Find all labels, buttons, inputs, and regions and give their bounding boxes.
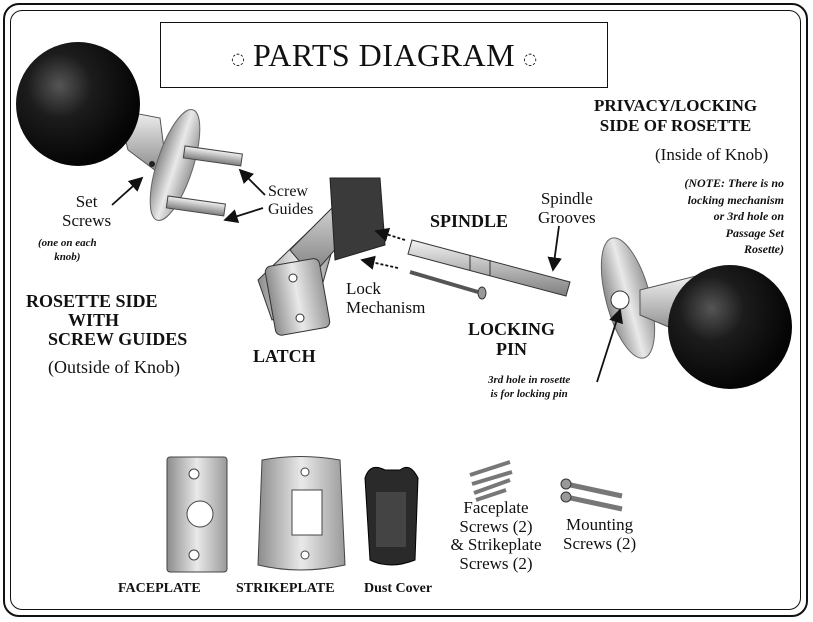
latch-label: LATCH [253,346,316,366]
outside-of-knob-label: (Outside of Knob) [48,357,180,377]
left-rosette [149,109,201,221]
latch-drawing [257,177,386,336]
right-knob-ball [668,265,792,389]
faceplate-screws-label: Faceplate Screws (2) & Strikeplate Screw… [450,498,542,574]
strikeplate-label: STRIKEPLATE [236,581,335,596]
screw-guide-top [182,145,244,167]
dust-cover-label: Dust Cover [364,581,433,596]
inside-of-knob-label: (Inside of Knob) [655,145,769,164]
faceplate-label: FACEPLATE [118,581,201,596]
rosette-side-label: ROSETTE SIDE WITH SCREW GUIDES [26,291,188,349]
spindle-label: SPINDLE [430,211,509,231]
callout-arrows [111,168,624,383]
title-ornament-left-icon: ◌ [230,48,245,68]
mounting-screws-drawing [560,478,623,512]
locking-pin-drawing [409,270,487,300]
faceplate-screws-drawing [469,460,513,502]
faceplate-drawing [166,456,228,573]
strikeplate-drawing [257,456,346,571]
outer-frame [3,3,808,617]
page-title: PARTS DIAGRAM [252,36,516,73]
left-knob-ball [16,42,140,166]
spindle-drawing [407,239,571,297]
right-knob-assembly [600,237,792,389]
title-ornament-right-icon: ◌ [523,48,538,68]
screw-guide-bottom [165,195,227,217]
inner-frame [10,10,801,610]
left-knob-assembly [16,42,244,221]
dust-cover-drawing [364,466,419,566]
title-box: ◌ PARTS DIAGRAM ◌ [160,22,608,88]
passage-set-note: (NOTE: There is no locking mechanism or … [684,176,784,257]
